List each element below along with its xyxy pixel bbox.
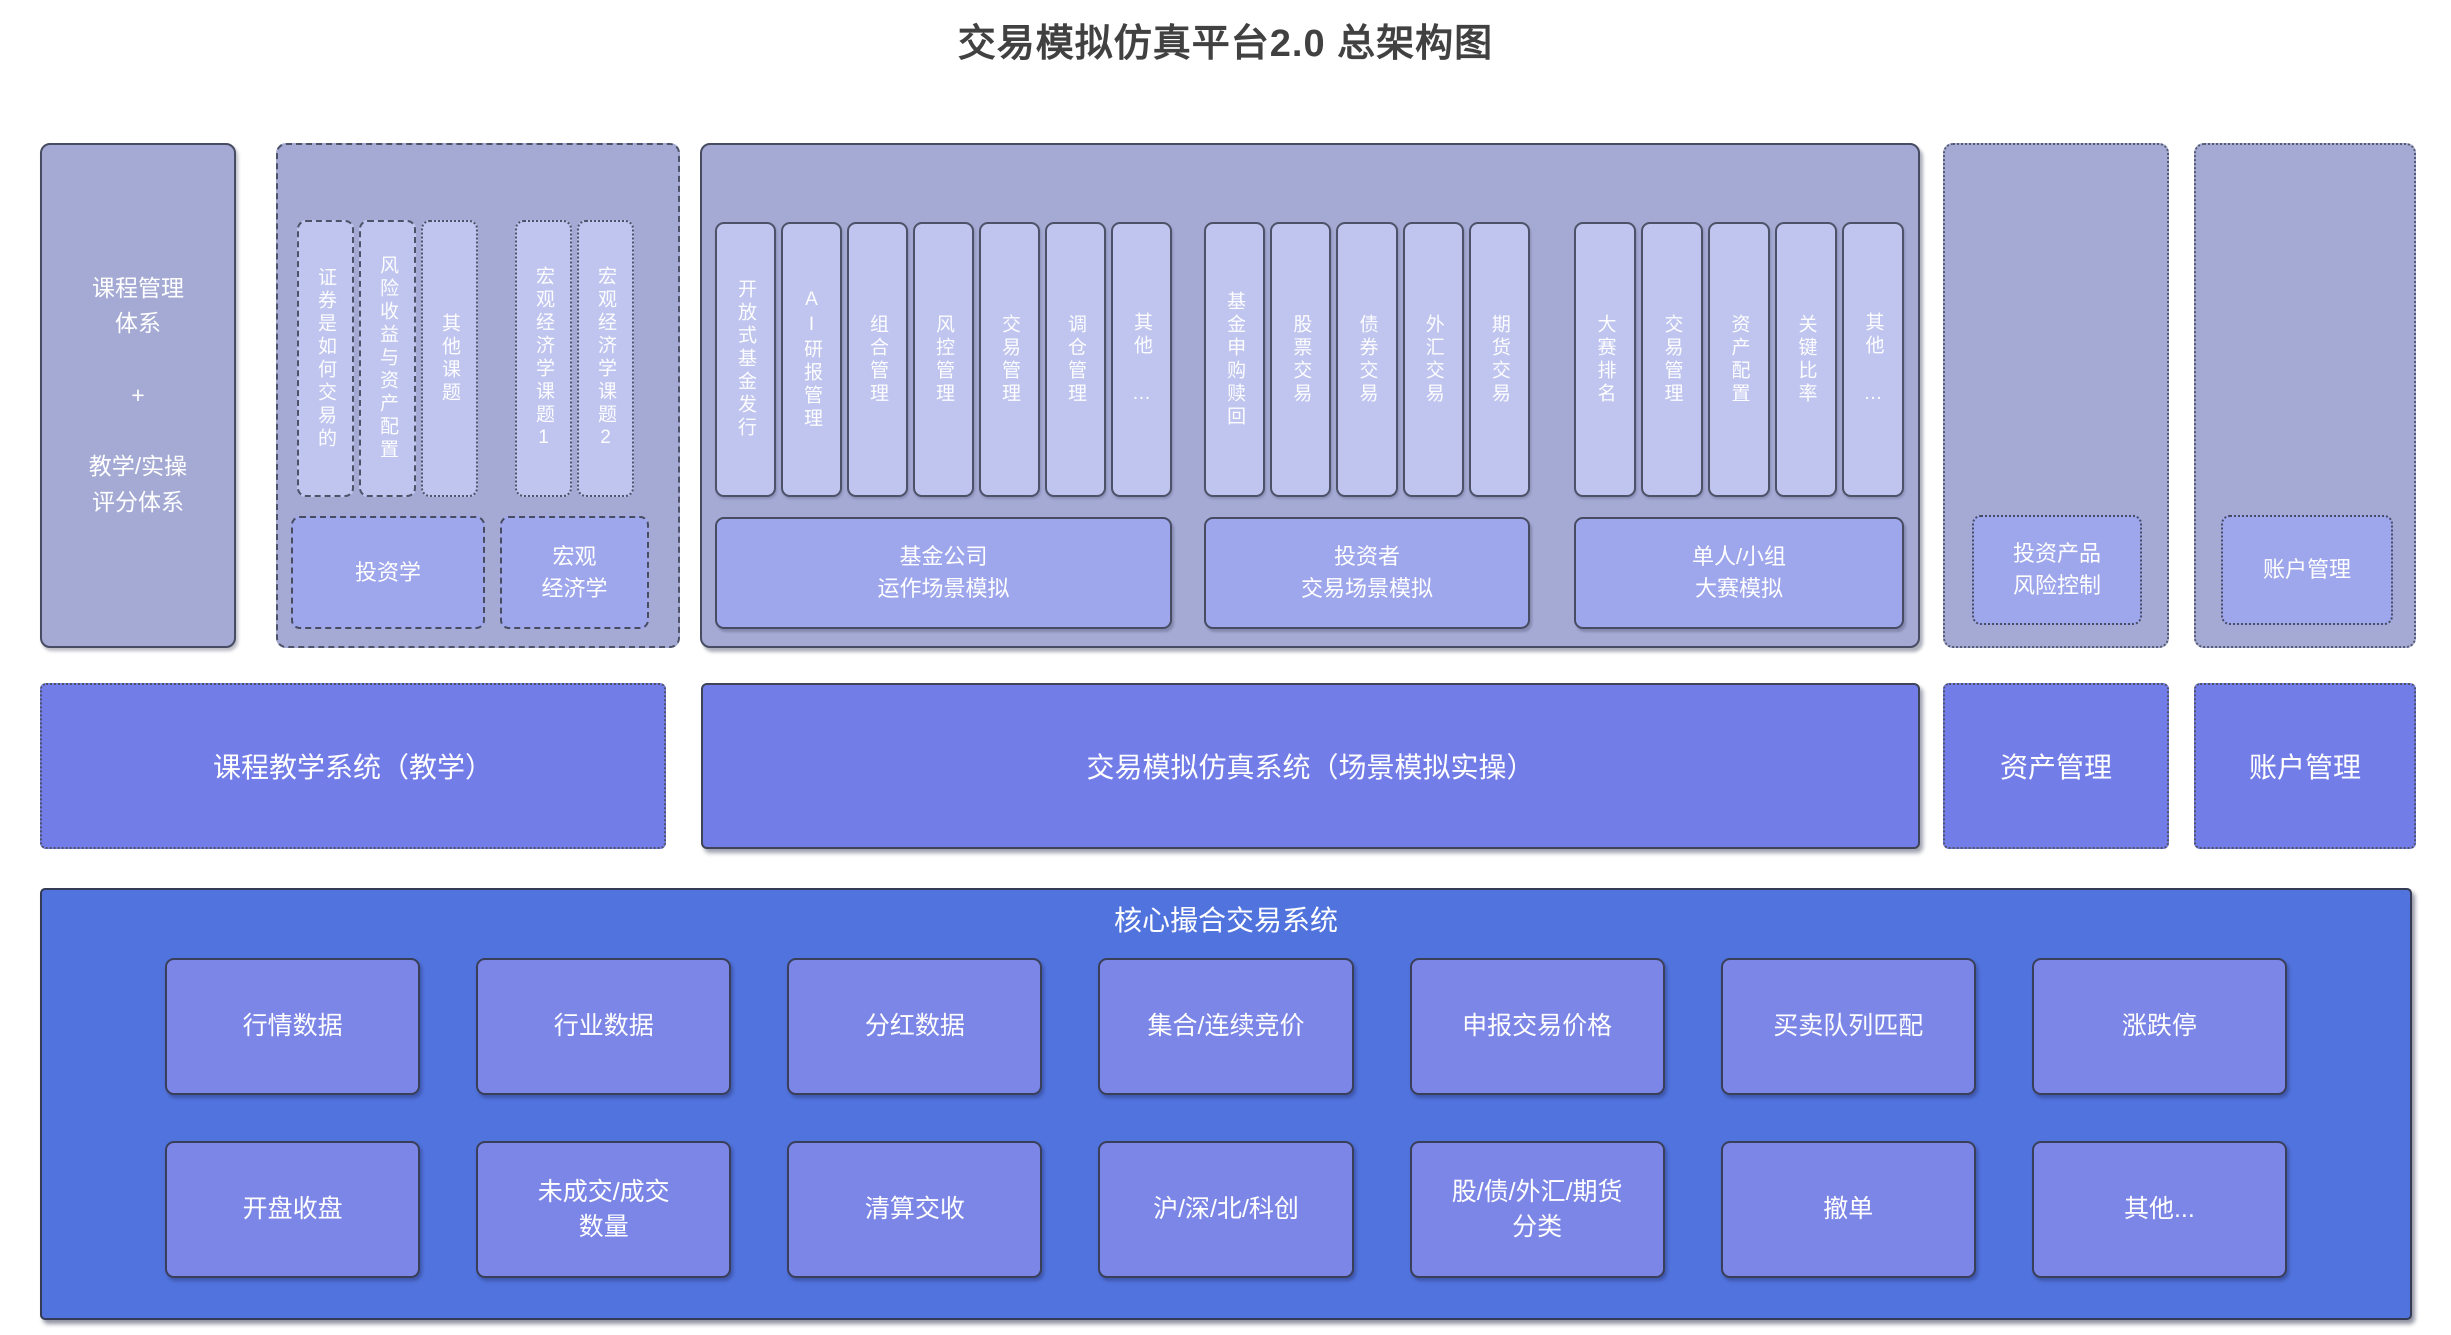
core-system-title: 核心撮合交易系统 bbox=[1113, 905, 1338, 936]
core-module: 开盘收盘 bbox=[165, 1141, 421, 1278]
account-management-system-box: 账户管理 bbox=[2194, 683, 2416, 849]
account-management-box: 账户管理 bbox=[2221, 515, 2393, 625]
macro-topic-columns: 宏观经济学课题1 宏观经济学课题2 bbox=[515, 220, 634, 497]
course-topics-container: 证券是如何交易的 风险收益与资产配置 其他课题 宏观经济学课题1 宏观经济学课题… bbox=[276, 143, 680, 648]
investor-columns: 基金申购赎回 股票交易 债券交易 外汇交易 期货交易 bbox=[1204, 222, 1531, 497]
core-module: 申报交易价格 bbox=[1409, 958, 1665, 1095]
scenario-column: 调仓管理 bbox=[1045, 222, 1106, 497]
scenario-column: 基金申购赎回 bbox=[1204, 222, 1266, 497]
core-module: 清算交收 bbox=[787, 1141, 1043, 1278]
core-module: 分红数据 bbox=[787, 958, 1043, 1095]
scenario-column: AI研报管理 bbox=[781, 222, 842, 497]
scenario-column: 大赛排名 bbox=[1574, 222, 1636, 497]
topic-column: 风险收益与资产配置 bbox=[359, 220, 416, 497]
diagram-title: 交易模拟仿真平台2.0 总架构图 bbox=[957, 23, 1494, 65]
trading-simulation-system-box: 交易模拟仿真系统（场景模拟实操） bbox=[701, 683, 1920, 849]
fund-company-group: 开放式基金发行 AI研报管理 组合管理 风控管理 交易管理 调仓管理 其他 … … bbox=[715, 222, 1172, 629]
fund-company-columns: 开放式基金发行 AI研报管理 组合管理 风控管理 交易管理 调仓管理 其他 … bbox=[715, 222, 1172, 497]
fund-company-simulation-box: 基金公司 运作场景模拟 bbox=[715, 517, 1172, 629]
scenario-column: 资产配置 bbox=[1708, 222, 1770, 497]
teaching-system-box: 课程教学系统（教学） bbox=[40, 683, 666, 849]
core-module: 撤单 bbox=[1720, 1141, 1976, 1278]
scenario-column: 交易管理 bbox=[1641, 222, 1703, 497]
core-matching-system-container: 核心撮合交易系统 行情数据 行业数据 分红数据 集合/连续竞价 申报交易价格 买… bbox=[40, 888, 2412, 1320]
core-module: 沪/深/北/科创 bbox=[1098, 1141, 1354, 1278]
asset-management-system-box: 资产管理 bbox=[1943, 683, 2169, 849]
scenario-column: 其他 … bbox=[1842, 222, 1904, 497]
competition-simulation-box: 单人/小组 大赛模拟 bbox=[1574, 517, 1904, 629]
scenario-column: 开放式基金发行 bbox=[715, 222, 776, 497]
core-module: 集合/连续竞价 bbox=[1098, 958, 1354, 1095]
scenario-column: 其他 … bbox=[1111, 222, 1172, 497]
investment-topic-columns: 证券是如何交易的 风险收益与资产配置 其他课题 bbox=[297, 220, 478, 497]
scenario-column: 外汇交易 bbox=[1402, 222, 1464, 497]
investor-group: 基金申购赎回 股票交易 债券交易 外汇交易 期货交易 投资者 交易场景模拟 bbox=[1204, 222, 1531, 629]
scenario-column: 债券交易 bbox=[1336, 222, 1398, 497]
macro-economics-course-box: 宏观 经济学 bbox=[500, 516, 649, 629]
core-system-grid: 行情数据 行业数据 分红数据 集合/连续竞价 申报交易价格 买卖队列匹配 涨跌停… bbox=[165, 958, 2287, 1278]
scenario-column: 期货交易 bbox=[1468, 222, 1531, 497]
account-management-container: 账户管理 bbox=[2194, 143, 2416, 648]
core-module: 行业数据 bbox=[476, 958, 732, 1095]
course-management-label: 课程管理 体系 + 教学/实操 评分体系 bbox=[88, 274, 188, 515]
core-module: 行情数据 bbox=[165, 958, 421, 1095]
competition-columns: 大赛排名 交易管理 资产配置 关键比率 其他 … bbox=[1574, 222, 1904, 497]
scenario-column: 交易管理 bbox=[979, 222, 1040, 497]
topic-column: 其他课题 bbox=[421, 220, 478, 497]
investment-course-box: 投资学 bbox=[291, 516, 485, 629]
core-module: 其他... bbox=[2031, 1141, 2287, 1278]
scenario-column: 组合管理 bbox=[847, 222, 908, 497]
simulation-scenarios-container: 开放式基金发行 AI研报管理 组合管理 风控管理 交易管理 调仓管理 其他 … … bbox=[700, 143, 1920, 648]
core-module: 股/债/外汇/期货 分类 bbox=[1409, 1141, 1665, 1278]
course-management-container: 课程管理 体系 + 教学/实操 评分体系 bbox=[40, 143, 236, 648]
topic-column: 证券是如何交易的 bbox=[297, 220, 354, 497]
investor-simulation-box: 投资者 交易场景模拟 bbox=[1204, 517, 1530, 629]
scenario-column: 风控管理 bbox=[913, 222, 974, 497]
scenario-column: 股票交易 bbox=[1270, 222, 1332, 497]
topic-column: 宏观经济学课题1 bbox=[515, 220, 572, 497]
product-risk-control-box: 投资产品 风险控制 bbox=[1972, 515, 2142, 625]
core-module: 涨跌停 bbox=[2031, 958, 2287, 1095]
topic-column: 宏观经济学课题2 bbox=[577, 220, 634, 497]
scenario-column: 关键比率 bbox=[1775, 222, 1837, 497]
competition-group: 大赛排名 交易管理 资产配置 关键比率 其他 … 单人/小组 大赛模拟 bbox=[1574, 222, 1904, 629]
core-module: 买卖队列匹配 bbox=[1720, 958, 1976, 1095]
risk-control-container: 投资产品 风险控制 bbox=[1943, 143, 2169, 648]
core-module: 未成交/成交 数量 bbox=[476, 1141, 732, 1278]
